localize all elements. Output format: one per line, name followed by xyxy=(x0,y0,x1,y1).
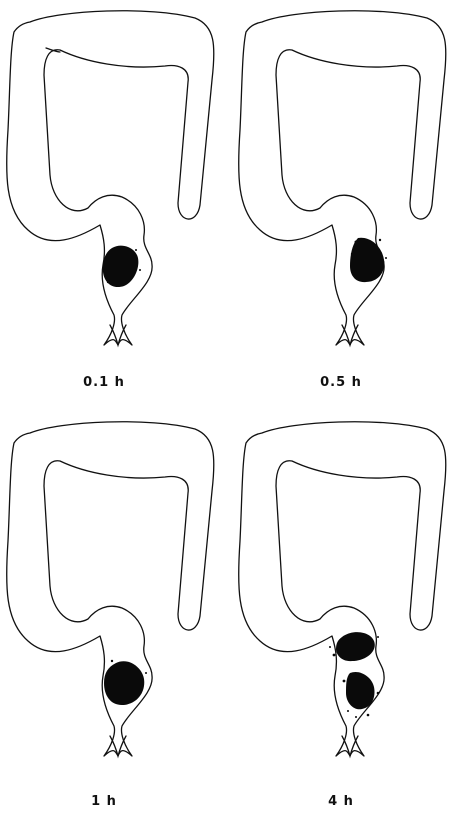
tracer-speck xyxy=(379,239,381,241)
tracer-speck xyxy=(347,710,349,712)
tracer-speck xyxy=(107,281,109,283)
tracer-speck xyxy=(139,269,141,271)
tracer-speck xyxy=(135,249,137,251)
tracer-speck xyxy=(329,646,331,648)
tracer-speck xyxy=(343,680,346,683)
tracer-deposit xyxy=(350,238,384,282)
tracer-speck xyxy=(111,660,113,662)
panel-0-5h xyxy=(232,0,463,410)
tracer-speck xyxy=(351,253,353,255)
colon-outline xyxy=(239,422,446,756)
colon-diagram xyxy=(232,411,463,821)
colon-diagram xyxy=(0,0,231,410)
colon-diagram xyxy=(0,411,231,821)
tracer-speck xyxy=(333,654,336,657)
panel-4h xyxy=(232,411,463,821)
colon-outline xyxy=(7,422,214,756)
tracer-speck xyxy=(377,692,380,695)
tracer-speck xyxy=(377,636,379,638)
panel-caption: 1 h xyxy=(64,794,144,809)
panel-0-1h xyxy=(0,0,231,410)
tracer-speck xyxy=(385,257,387,259)
colon-diagram xyxy=(232,0,463,410)
colon-outline xyxy=(239,11,446,345)
colon-outline xyxy=(7,11,214,345)
tracer-speck xyxy=(355,716,357,718)
panel-1h xyxy=(0,411,231,821)
panel-caption: 0.1 h xyxy=(64,375,144,390)
panel-caption: 4 h xyxy=(301,794,381,809)
tracer-speck xyxy=(145,672,147,674)
panel-caption: 0.5 h xyxy=(301,375,381,390)
tracer-speck xyxy=(355,241,358,244)
tracer-speck xyxy=(367,714,370,717)
